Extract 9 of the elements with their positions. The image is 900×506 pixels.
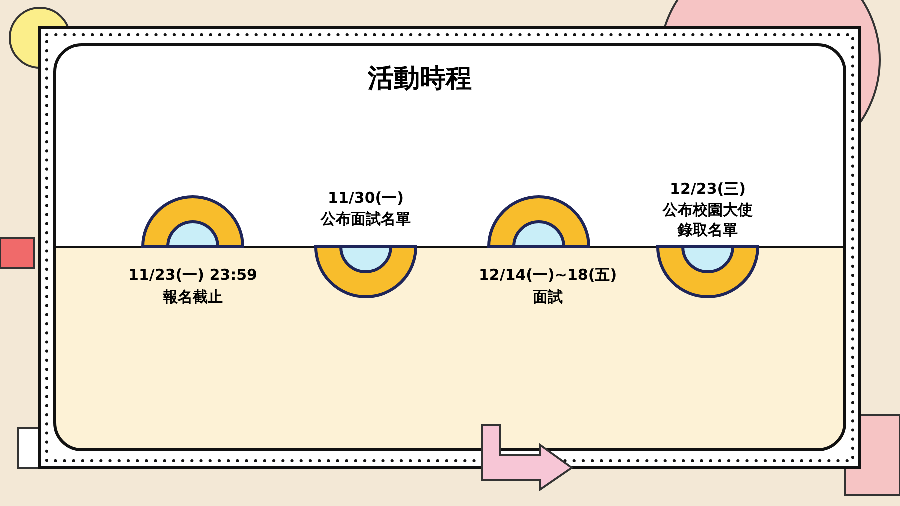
timeline-label: 11/23(一) 23:59: [128, 265, 258, 285]
title: 活動時程: [366, 63, 473, 96]
timeline-label: 11/30(一): [327, 188, 405, 208]
timeline-label: 12/23(三): [669, 179, 747, 199]
timeline-label: 面試: [532, 287, 564, 307]
timeline-label: 公布校園大使錄取名單: [662, 200, 754, 240]
timeline-label: 報名截止: [162, 287, 224, 307]
timeline-label: 公布面試名單: [320, 209, 412, 229]
timeline-label: 12/14(一)~18(五): [478, 265, 618, 285]
